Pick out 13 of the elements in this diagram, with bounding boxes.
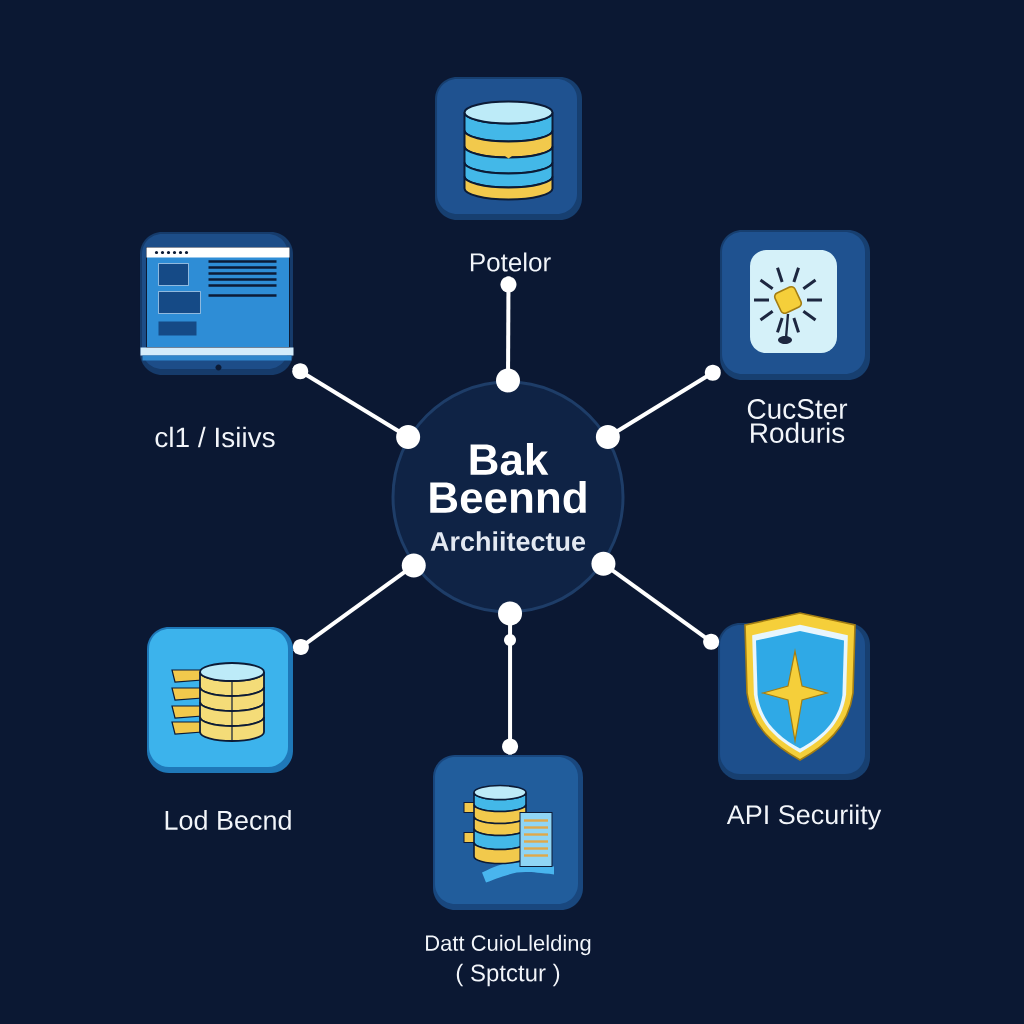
node-label: API Securiity: [726, 804, 882, 830]
node-label: CucSter Roduris: [747, 399, 848, 443]
node-label: Lod Becnd: [165, 810, 291, 830]
node-label: Potelor: [470, 252, 551, 272]
connector: [591, 551, 720, 650]
connector: [498, 601, 523, 755]
connector: [292, 363, 421, 449]
connector: [496, 276, 520, 393]
node-label: ( Sptctur ): [456, 963, 560, 987]
node-label: cl1 / Isiivs: [155, 426, 275, 448]
node-label: Datt CuioLlelding: [426, 934, 591, 956]
connector: [292, 553, 426, 656]
connector: [595, 364, 721, 449]
